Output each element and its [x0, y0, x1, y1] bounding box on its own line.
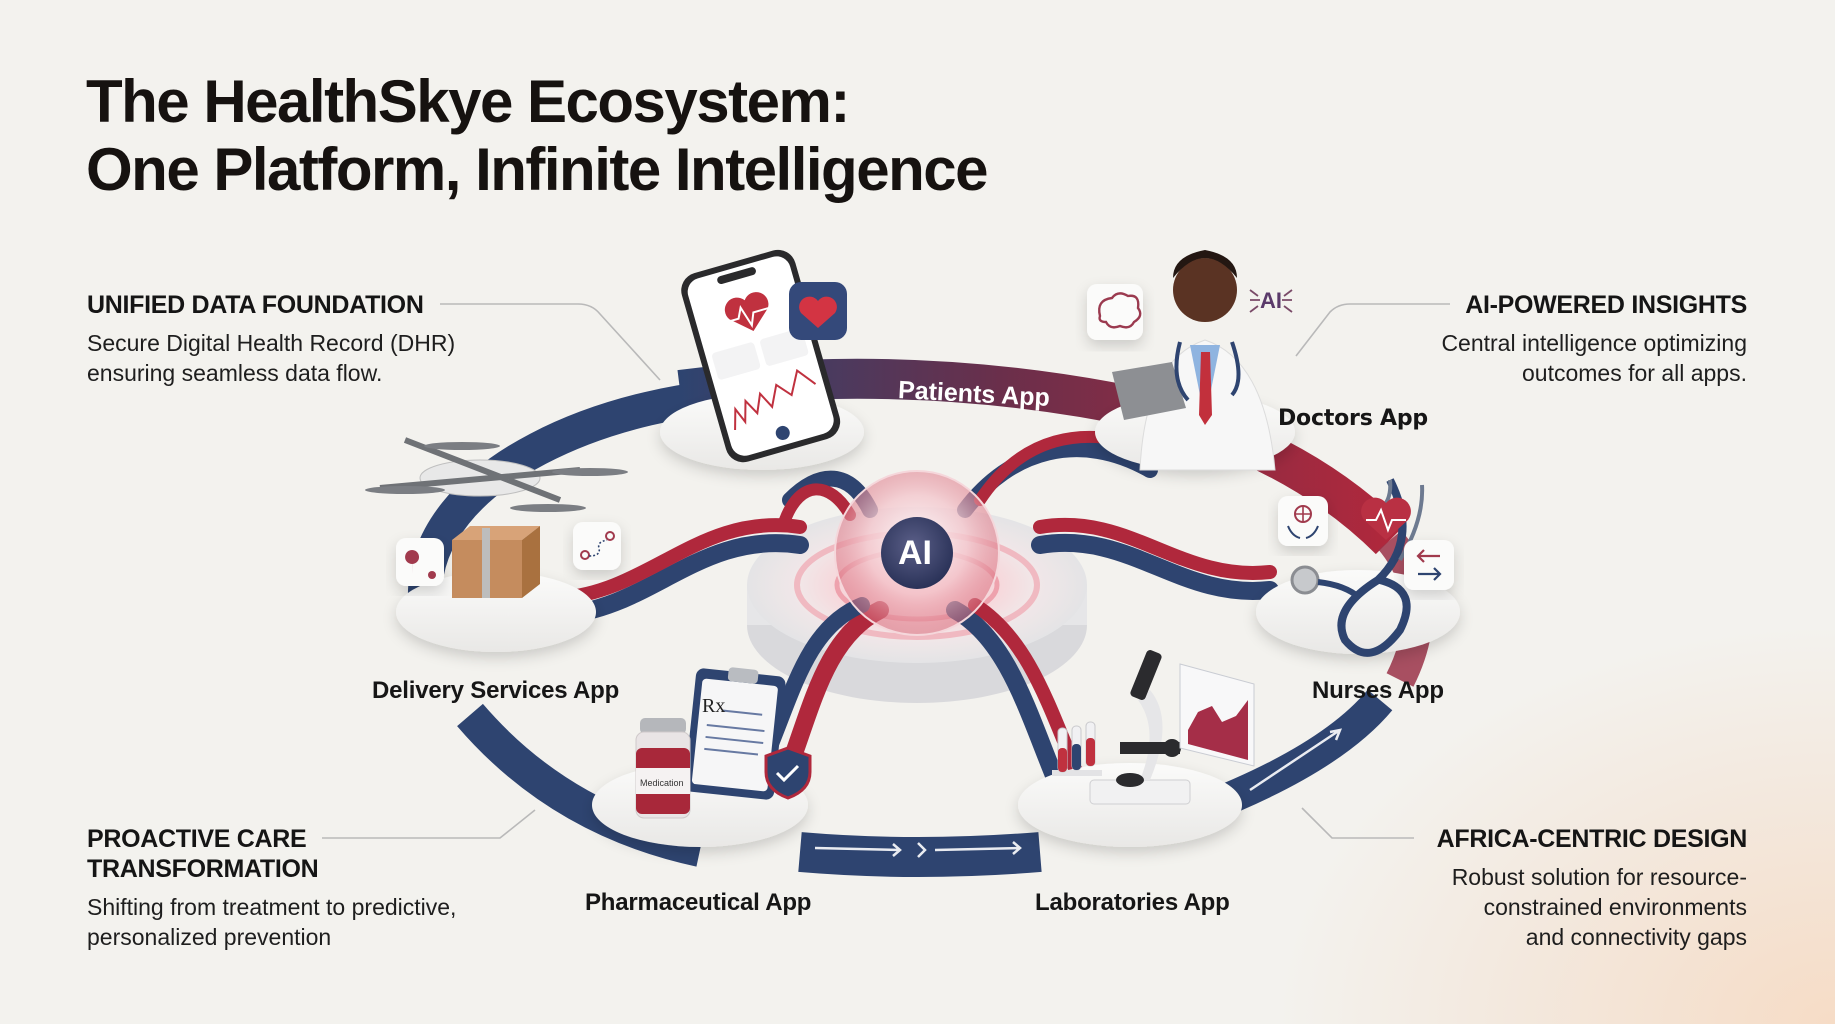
brain-icon: [1087, 284, 1143, 340]
callout-heading: PROACTIVE CARE TRANSFORMATION: [87, 825, 319, 883]
hub-ai-label: AI: [898, 534, 932, 572]
leader-unified: [440, 303, 661, 381]
heart-app-icon: [789, 282, 847, 340]
app-label-laboratories[interactable]: Laboratories App: [1035, 889, 1230, 916]
callout-unified-data: UNIFIED DATA FOUNDATION Secure Digital H…: [87, 290, 455, 388]
svg-text:AI: AI: [1260, 288, 1282, 313]
leader-proactive: [322, 809, 536, 839]
route-path-icon: [573, 522, 621, 570]
map-pin-route-icon: [396, 538, 444, 586]
hands-care-icon: [1278, 496, 1328, 546]
disc-delivery: [396, 572, 596, 652]
callout-body: Secure Digital Health Record (DHR) ensur…: [87, 330, 456, 386]
ai-orb-icon: [834, 470, 1000, 636]
callout-heading: UNIFIED DATA FOUNDATION: [87, 291, 424, 319]
app-label-delivery[interactable]: Delivery Services App: [372, 677, 620, 704]
callout-body: Robust solution for resource- constraine…: [1451, 864, 1747, 950]
callout-heading: AI-POWERED INSIGHTS: [1465, 291, 1747, 319]
callout-ai-insights: AI-POWERED INSIGHTS Central intelligence…: [1441, 290, 1747, 388]
stethoscope-icon: [1290, 478, 1425, 657]
callout-proactive-care: PROACTIVE CARE TRANSFORMATION Shifting f…: [87, 824, 456, 952]
medication-vial-icon: Medication: [635, 718, 691, 819]
callout-body: Central intelligence optimizing outcomes…: [1441, 330, 1747, 386]
shield-check-icon: [764, 746, 812, 800]
heart-pulse-icon: [1361, 497, 1411, 540]
chart-panel-icon: [1179, 663, 1255, 767]
svg-text:Rx: Rx: [702, 695, 725, 717]
title-line-2: One Platform, Infinite Intelligence: [86, 136, 988, 203]
leader-ai-insights: [1295, 303, 1450, 357]
title-line-1: The HealthSkye Ecosystem:: [86, 68, 850, 135]
prescription-clipboard-icon: Rx: [684, 667, 786, 800]
app-label-nurses[interactable]: Nurses App: [1312, 677, 1444, 704]
leader-africa: [1301, 807, 1414, 839]
doctor-tablet-icon: [1112, 250, 1276, 471]
app-label-doctors[interactable]: Doctors App: [1278, 406, 1428, 431]
callout-heading: AFRICA-CENTRIC DESIGN: [1436, 825, 1748, 853]
leader-lines: [322, 303, 1450, 839]
medication-text: Medication: [640, 778, 684, 788]
callout-body: Shifting from treatment to predictive, p…: [87, 894, 457, 950]
page-title: The HealthSkye Ecosystem: One Platform, …: [86, 68, 988, 204]
callout-africa-centric: AFRICA-CENTRIC DESIGN Robust solution fo…: [1436, 824, 1748, 952]
drone-package-icon: [365, 437, 628, 598]
test-tubes-icon: [1052, 721, 1102, 776]
ai-circuit-icon: AI: [1249, 288, 1293, 313]
microscope-icon: [1089, 650, 1191, 805]
app-label-pharmaceutical[interactable]: Pharmaceutical App: [585, 889, 812, 916]
exchange-arrows-icon: [1404, 540, 1454, 590]
